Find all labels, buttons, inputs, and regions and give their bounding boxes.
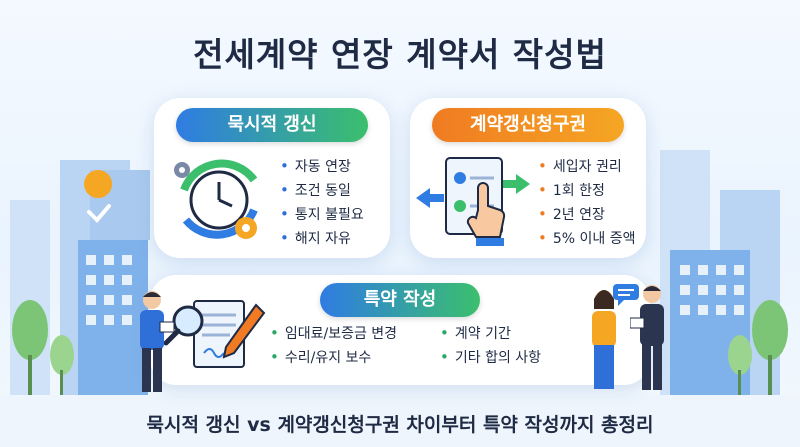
list-item: 5% 이내 증액 — [538, 226, 636, 250]
special-terms-label: 특약 작성 — [320, 283, 480, 317]
renewal-claim-label: 계약갱신청구권 — [432, 108, 624, 142]
person-man-right — [630, 285, 664, 390]
implicit-renewal-card: 묵시적 갱신 자동 연장 조건 동일 통지 불필요 해지 자유 — [154, 98, 390, 258]
list-item: 기타 합의 사항 — [440, 345, 541, 369]
check-badge-icon — [84, 170, 113, 223]
implicit-renewal-list: 자동 연장 조건 동일 통지 불필요 해지 자유 — [280, 154, 364, 250]
list-item: 자동 연장 — [280, 154, 364, 178]
renewal-claim-card: 계약갱신청구권 세입자 권리 1회 한정 2년 연장 5% 이내 증액 — [410, 98, 646, 258]
list-item: 세입자 권리 — [538, 154, 636, 178]
list-item: 해지 자유 — [280, 226, 364, 250]
speech-bubble-icon — [613, 284, 639, 306]
special-terms-card: 특약 작성 임대료/보증금 변경 수리/유지 보수 계약 기간 기타 합의 사항 — [150, 275, 650, 385]
special-terms-list-right: 계약 기간 기타 합의 사항 — [440, 321, 541, 369]
page-subtitle: 묵시적 갱신 vs 계약갱신청구권 차이부터 특약 작성까지 총정리 — [146, 414, 654, 436]
page-title: 전세계약 연장 계약서 작성법 — [193, 35, 607, 74]
list-item: 계약 기간 — [440, 321, 541, 345]
list-item: 통지 불필요 — [280, 202, 364, 226]
person-woman-right — [592, 290, 616, 389]
list-item: 임대료/보증금 변경 — [270, 321, 397, 345]
gear-icon — [235, 217, 257, 239]
clock-cycle-icon — [174, 159, 258, 239]
person-man-left — [140, 291, 175, 392]
hand-pointer-icon — [466, 182, 506, 246]
list-item: 조건 동일 — [280, 178, 364, 202]
list-item: 수리/유지 보수 — [270, 345, 397, 369]
renewal-claim-list: 세입자 권리 1회 한정 2년 연장 5% 이내 증액 — [538, 154, 636, 250]
list-item: 2년 연장 — [538, 202, 636, 226]
pen-icon — [222, 303, 266, 359]
contract-magnifier-icon — [163, 300, 266, 368]
exchange-arrows-icon — [416, 174, 530, 208]
special-terms-list-left: 임대료/보증금 변경 수리/유지 보수 — [270, 321, 397, 369]
implicit-renewal-label: 묵시적 갱신 — [176, 108, 368, 142]
list-item: 1회 한정 — [538, 178, 636, 202]
document-check-icon — [416, 157, 530, 246]
